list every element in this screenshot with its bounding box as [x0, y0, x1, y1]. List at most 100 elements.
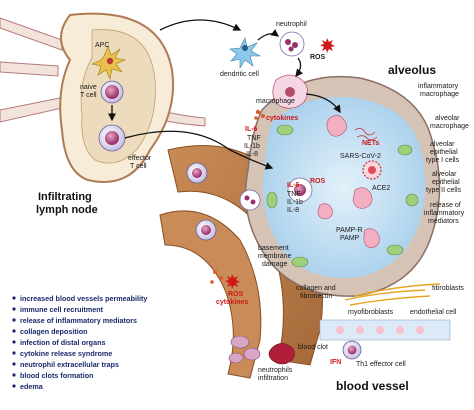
effector-t-cell: [98, 124, 126, 152]
arrow-effector-to-vessel: [124, 130, 274, 170]
bullet-dot: [12, 329, 16, 333]
bullet-item: edema: [20, 382, 44, 391]
lymph-node: APC naive T cell effector T cell Infiltr…: [0, 12, 206, 216]
naive-t-cell-label-1: naive: [80, 84, 97, 91]
center-il1b-label: IL-1b: [287, 199, 303, 206]
il8-label: IL-8: [246, 151, 258, 158]
cytokines-label: cytokines: [266, 115, 298, 122]
macrophage-label: macrophage: [256, 98, 295, 105]
bullet-item: infection of distal organs: [20, 338, 105, 347]
lymph-node-title-2: lymph node: [36, 204, 98, 216]
pamp-label: PAMP: [340, 235, 360, 242]
bullet-item: collagen deposition: [20, 327, 88, 336]
bullet-dot: [12, 373, 16, 377]
effector-t-cell-label-2: T cell: [130, 163, 147, 170]
vessel-t-cell-2: [195, 219, 217, 241]
il6-label: IL-6: [245, 126, 258, 133]
nets-label: NETs: [362, 140, 379, 147]
neutrophil: [279, 31, 305, 57]
nets-strands: [354, 128, 378, 141]
neutrophils-infiltration-label-2: infiltration: [258, 375, 288, 382]
center-macrophage: [287, 177, 313, 203]
myofibroblasts-label: myofibroblasts: [348, 309, 394, 316]
alveolar-macrophage-cells: [317, 115, 380, 249]
cytokine-dots: [254, 109, 265, 120]
inflammatory-macrophage-label-1: inflammatory: [418, 83, 459, 90]
ros-star-top: [320, 38, 335, 53]
ifn-label: IFN: [330, 359, 341, 366]
arrow-dendritic-to-neutrophil: [257, 28, 280, 41]
pampr-label: PAMP-R: [336, 227, 363, 234]
arrow-lymph-to-top: [159, 19, 242, 31]
bullet-dot: [12, 307, 16, 311]
bullet-dot: [12, 362, 16, 366]
naive-t-cell: [100, 80, 124, 104]
bullet-dot: [12, 351, 16, 355]
sars-cov-2-virus: [362, 160, 382, 180]
fibroblasts-label: fibroblasts: [432, 285, 464, 292]
th1-cell: [342, 340, 362, 360]
type1-label-1: alveolar: [430, 141, 455, 148]
neutrophil-label: neutrophil: [276, 21, 307, 28]
collagen-label-1: collagen and: [296, 285, 336, 292]
blood-vessel-title: blood vessel: [336, 379, 409, 393]
type1-label-2: epithelial: [430, 149, 458, 156]
release-label-3: mediators: [428, 218, 459, 225]
dendritic-cell-label: dendritic cell: [220, 71, 259, 78]
alveolar-macrophage-label-1: alveolar: [435, 115, 460, 122]
ros-star-low: [225, 274, 240, 289]
center-il6-label: IL-6: [287, 182, 300, 189]
type1-label-3: type I cells: [426, 157, 460, 164]
bullet-item: immune cell recruitment: [20, 305, 104, 314]
bullet-item: release of inflammatory mediators: [20, 316, 137, 325]
vessel-t-cell-1: [186, 162, 208, 184]
basement-label-1: basement: [258, 245, 289, 252]
type2-label-1: alveolar: [432, 171, 457, 178]
arrow-to-alveolus: [305, 93, 341, 114]
effects-list: increased blood vessels permeability imm…: [12, 294, 147, 391]
vessel-cells: ROS cytokines blood clot neutrophils inf…: [186, 162, 464, 393]
fibroblast-fibers: [344, 283, 441, 306]
vessel-lower-cells: [319, 319, 451, 341]
neutrophils-infiltration-label-1: neutrophils: [258, 367, 293, 374]
alveolus-lumen: [262, 97, 426, 279]
apc-label: APC: [95, 42, 109, 49]
apc-cell: [91, 45, 126, 80]
center-ros-label: ROS: [310, 178, 326, 185]
macrophage: [272, 74, 308, 109]
bullet-dot: [12, 318, 16, 322]
bullet-item: neutrophil extracellular traps: [20, 360, 119, 369]
basement-label-3: damage: [262, 261, 287, 268]
basement-label-2: membrane: [258, 253, 292, 260]
cytokines-low-label: cytokines: [216, 299, 248, 306]
lymph-node-title-1: Infiltrating: [38, 191, 92, 203]
blood-clot-label: blood clot: [298, 344, 328, 351]
effector-t-cell-label-1: effector: [128, 155, 152, 162]
epithelial-lining: [266, 124, 419, 268]
arrow-neutrophil-to-macrophage: [295, 57, 304, 78]
vessel-cytokine-dots: [210, 270, 223, 284]
inflammatory-macrophage-label-2: macrophage: [420, 91, 459, 98]
vessel-neutrophil: [239, 189, 261, 211]
bullet-item: blood clots formation: [20, 371, 93, 380]
endothelial-label: endothelial cell: [410, 309, 457, 316]
naive-t-cell-label-2: T cell: [80, 92, 97, 99]
alveolar-macrophage-label-2: macrophage: [430, 123, 469, 130]
bullet-dot: [12, 296, 16, 300]
release-label-2: inflammatory: [424, 210, 465, 217]
th1-label: Th1 effector cell: [356, 361, 406, 368]
sars-label: SARS-CoV-2: [340, 153, 381, 160]
alveolus-title: alveolus: [388, 63, 436, 77]
il1b-label: IL-1b: [244, 143, 260, 150]
tnf-label: TNF: [247, 135, 261, 142]
ace2-label: ACE2: [372, 185, 390, 192]
collagen-label-2: fibronectin: [300, 293, 332, 300]
vessel-lower-wall: [159, 210, 262, 379]
bullet-item: increased blood vessels permeability: [20, 294, 147, 303]
ros-low-label: ROS: [228, 291, 244, 298]
infiltrating-neutrophils: [228, 335, 261, 364]
type2-label-2: epithelial: [432, 179, 460, 186]
blood-clot: [268, 343, 295, 365]
